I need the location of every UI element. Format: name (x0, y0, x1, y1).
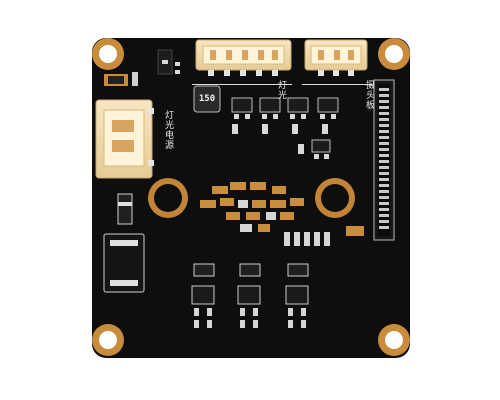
fpc-pin (379, 148, 389, 151)
fpc-pin (379, 172, 389, 175)
fpc-pin (379, 214, 389, 217)
mounting-hole-top-left (92, 38, 124, 70)
fpc-pin (379, 190, 389, 193)
smd-regulators-bottom (191, 263, 309, 328)
smd-passives-center (200, 182, 364, 246)
fpc-pin (379, 226, 389, 229)
fpc-pin (379, 94, 389, 97)
mounting-hole-bottom-right (378, 324, 410, 356)
fpc-pin (379, 136, 389, 139)
smd-components-top-left (104, 49, 180, 86)
fpc-pin (379, 196, 389, 199)
fpc-pin (379, 220, 389, 223)
fpc-pin (379, 160, 389, 163)
fpc-pin (379, 106, 389, 109)
silkscreen-label-light-power: 灯光电源 (163, 110, 173, 150)
copper-pad-ring-left (148, 178, 188, 218)
mounting-hole-top-right (378, 38, 410, 70)
fpc-pin (379, 184, 389, 187)
fpc-pin (379, 166, 389, 169)
smd-transistor-cluster (231, 97, 339, 159)
fpc-connector-pins (379, 88, 389, 229)
connector-left (95, 99, 154, 179)
smd-diode-left (117, 193, 133, 225)
fpc-pin (379, 208, 389, 211)
fpc-pin (379, 130, 389, 133)
connector-top-right (302, 39, 372, 85)
fpc-pin (379, 118, 389, 121)
inductor-marking: 150 (198, 94, 216, 104)
fpc-pin (379, 154, 389, 157)
copper-pad-ring-right (315, 178, 355, 218)
fpc-pin (379, 88, 389, 91)
pcb-substrate (92, 38, 410, 358)
fpc-pin (379, 202, 389, 205)
fpc-pin (379, 124, 389, 127)
connector-top-left (192, 39, 292, 85)
fpc-pin (379, 112, 389, 115)
fpc-pin (379, 100, 389, 103)
silkscreen-label-light: 灯光 (276, 80, 286, 100)
silkscreen-label-camera-board: 摄头板 (364, 80, 374, 110)
fpc-pin (379, 178, 389, 181)
mounting-hole-bottom-left (92, 324, 124, 356)
fpc-pin (379, 142, 389, 145)
large-smd-package (103, 233, 145, 293)
inductor-150 (193, 85, 221, 113)
